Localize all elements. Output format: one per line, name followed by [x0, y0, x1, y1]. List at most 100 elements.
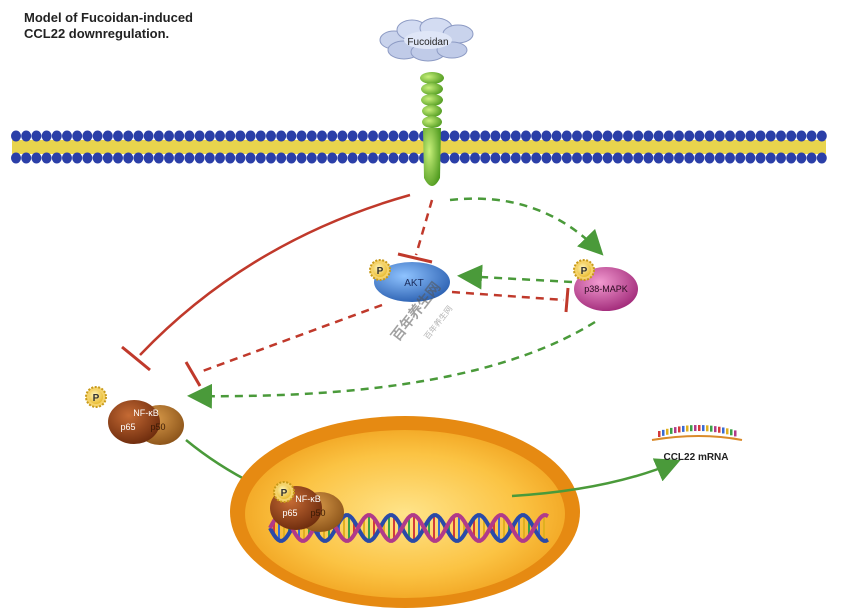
lipid-head: [255, 130, 266, 142]
lipid-head: [306, 152, 317, 164]
lipid-head: [541, 130, 552, 142]
p38-phospho-badge: P: [573, 259, 595, 281]
lipid-head: [816, 130, 827, 142]
lipid-head: [337, 130, 348, 142]
lipid-head: [684, 152, 695, 164]
mrna-base: [726, 428, 729, 435]
lipid-head: [786, 130, 797, 142]
lipid-head: [347, 130, 358, 142]
lipid-head: [388, 152, 399, 164]
lipid-head: [694, 130, 705, 142]
lipid-head: [623, 130, 633, 142]
lipid-head: [714, 152, 725, 164]
lipid-head: [806, 130, 817, 142]
lipid-head: [21, 130, 32, 142]
inhibit-receptor-akt: [397, 199, 434, 264]
lipid-head: [796, 130, 807, 142]
title-line-2: CCL22 downregulation.: [24, 26, 170, 41]
lipid-head: [102, 130, 113, 142]
lipid-head: [327, 152, 338, 164]
lipid-head: [572, 152, 582, 164]
lipid-head: [745, 130, 756, 142]
lipid-head: [541, 152, 552, 164]
lipid-head: [694, 152, 705, 164]
lipid-head: [164, 130, 174, 142]
lipid-head: [521, 152, 531, 164]
nfkb-cyto-label: NF-κB: [133, 408, 159, 418]
lipid-head: [378, 130, 389, 142]
lipid-head: [459, 152, 470, 164]
lipid-head: [102, 152, 113, 164]
lipid-head: [459, 130, 470, 142]
lipid-head: [276, 130, 287, 142]
lipid-head: [194, 152, 205, 164]
lipid-head: [786, 152, 797, 164]
lipid-head: [245, 152, 256, 164]
lipid-head: [633, 152, 644, 164]
lipid-head: [255, 152, 266, 164]
mrna-base: [706, 425, 709, 432]
lipid-head: [174, 130, 185, 142]
lipid-head: [235, 152, 246, 164]
lipid-head: [357, 130, 368, 142]
lipid-head: [806, 152, 817, 164]
fucoidan-ligand: Fucoidan: [379, 17, 474, 62]
lipid-head: [225, 130, 236, 142]
lipid-head: [204, 130, 215, 142]
lipid-head: [582, 130, 593, 142]
mrna-base: [678, 426, 681, 433]
lipid-head: [643, 152, 654, 164]
activate-p38-akt: [457, 264, 573, 290]
lipid-head: [266, 130, 276, 142]
lipid-head: [82, 152, 93, 164]
membrane-heads-top: [11, 130, 827, 142]
lipid-head: [368, 152, 378, 164]
lipid-head: [561, 130, 572, 142]
lipid-head: [215, 130, 225, 142]
transcription-arrow: [511, 458, 681, 498]
mrna-base: [682, 425, 685, 432]
mrna-base: [718, 426, 721, 433]
lipid-head: [368, 130, 378, 142]
dna-strand: [268, 513, 549, 543]
inhibit-akt-p38: [451, 287, 570, 313]
lipid-head: [643, 130, 654, 142]
lipid-head: [62, 130, 72, 142]
lipid-head: [174, 152, 185, 164]
lipid-head: [490, 130, 501, 142]
lipid-head: [470, 130, 480, 142]
lipid-head: [796, 152, 807, 164]
nfkb-cyto-phospho-label: P: [93, 393, 100, 404]
lipid-head: [408, 152, 419, 164]
mrna-base: [690, 425, 693, 432]
nfkb-cyto-p65: p65: [120, 422, 135, 432]
ccl22-mrna-label: CCL22 mRNA: [663, 452, 728, 463]
lipid-head: [51, 152, 62, 164]
lipid-head: [510, 152, 521, 164]
lipid-head: [663, 152, 674, 164]
lipid-head: [143, 152, 154, 164]
lipid-head: [561, 152, 572, 164]
lipid-head: [408, 130, 419, 142]
lipid-head: [194, 130, 205, 142]
mrna-base: [666, 428, 669, 435]
lipid-head: [204, 152, 215, 164]
lipid-head: [398, 152, 409, 164]
lipid-head: [663, 130, 674, 142]
lipid-head: [11, 130, 21, 142]
lipid-head: [306, 130, 317, 142]
lipid-head: [510, 130, 521, 142]
p38-label: p38-MAPK: [584, 284, 628, 294]
lipid-head: [735, 152, 746, 164]
lipid-head: [480, 130, 491, 142]
cell-membrane: [11, 130, 827, 164]
receptor: [420, 72, 444, 186]
figure-title: Model of Fucoidan-induced CCL22 downregu…: [24, 10, 193, 42]
lipid-head: [612, 130, 623, 142]
lipid-head: [92, 152, 103, 164]
lipid-head: [123, 152, 134, 164]
nfkb-nuc-label: NF-κB: [295, 494, 321, 504]
lipid-head: [113, 152, 123, 164]
mrna-base: [658, 431, 661, 438]
